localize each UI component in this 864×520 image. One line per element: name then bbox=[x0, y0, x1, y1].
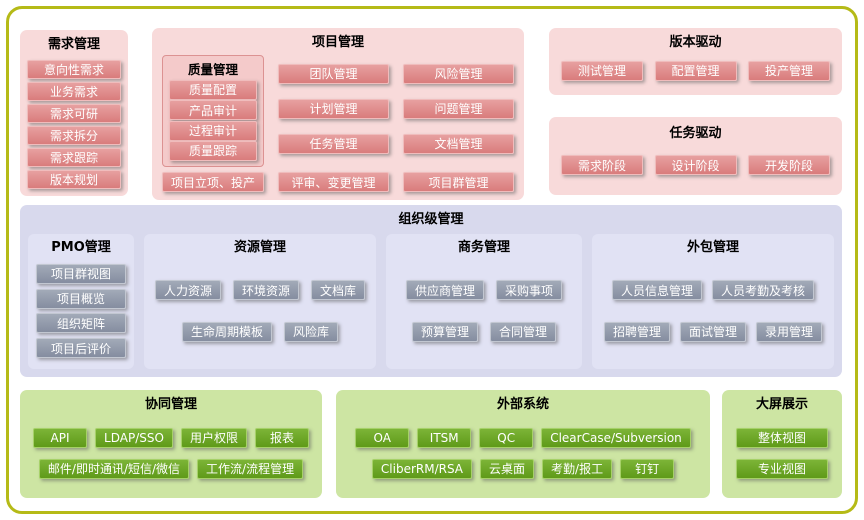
panel-task-driven: 任务驱动 需求阶段 设计阶段 开发阶段 bbox=[549, 117, 842, 195]
external-block: 钉钉 bbox=[620, 458, 675, 479]
external-block: ClearCase/Subversion bbox=[541, 427, 691, 448]
panel-version-driven: 版本驱动 测试管理 配置管理 投产管理 bbox=[549, 28, 842, 95]
project-block: 项目群管理 bbox=[403, 172, 514, 192]
resource-block: 风险库 bbox=[284, 321, 339, 342]
pmo-title: PMO管理 bbox=[51, 239, 111, 255]
requirements-title: 需求管理 bbox=[47, 37, 100, 52]
panel-resource: 资源管理 人力资源 环境资源 文档库 生命周期模板 风险库 bbox=[144, 233, 376, 369]
task-block: 需求阶段 bbox=[561, 155, 643, 176]
quality-title: 质量管理 bbox=[187, 61, 238, 77]
pmo-block: 组织矩阵 bbox=[36, 313, 126, 334]
project-block: 任务管理 bbox=[278, 133, 389, 154]
external-block: 考勤/报工 bbox=[542, 458, 613, 479]
collab-block: 报表 bbox=[254, 427, 309, 448]
bigscreen-block: 整体视图 bbox=[736, 427, 828, 448]
panel-organization: 组织级管理 PMO管理 项目群视图 项目概览 组织矩阵 项目后评价 资源管理 人… bbox=[20, 205, 842, 377]
business-block: 供应商管理 bbox=[405, 280, 484, 301]
outsource-block: 人员考勤及考核 bbox=[712, 280, 815, 301]
resource-block: 环境资源 bbox=[232, 280, 299, 301]
panel-pmo: PMO管理 项目群视图 项目概览 组织矩阵 项目后评价 bbox=[28, 233, 134, 369]
external-title: 外部系统 bbox=[496, 397, 549, 412]
req-block: 业务需求 bbox=[27, 81, 121, 101]
pmo-block: 项目群视图 bbox=[36, 263, 126, 284]
business-block: 采购事项 bbox=[496, 280, 563, 301]
bigscreen-block: 专业视图 bbox=[736, 458, 828, 479]
task-block: 开发阶段 bbox=[748, 155, 830, 176]
outsource-block: 人员信息管理 bbox=[611, 280, 702, 301]
panel-collaboration: 协同管理 API LDAP/SSO 用户权限 报表 邮件/即时通讯/短信/微信 … bbox=[20, 390, 322, 498]
pmo-block: 项目概览 bbox=[36, 288, 126, 309]
outsource-block: 录用管理 bbox=[756, 321, 823, 342]
business-title: 商务管理 bbox=[457, 239, 510, 255]
resource-block: 人力资源 bbox=[154, 280, 221, 301]
panel-outsource: 外包管理 人员信息管理 人员考勤及考核 招聘管理 面试管理 录用管理 bbox=[592, 233, 834, 369]
collaboration-title: 协同管理 bbox=[144, 397, 197, 412]
panel-external-systems: 外部系统 OA ITSM QC ClearCase/Subversion Cli… bbox=[336, 390, 710, 498]
panel-requirements: 需求管理 意向性需求 业务需求 需求可研 需求拆分 需求跟踪 版本规划 bbox=[20, 30, 128, 196]
resource-block: 生命周期模板 bbox=[181, 321, 272, 342]
outsource-title: 外包管理 bbox=[686, 239, 739, 255]
version-block: 测试管理 bbox=[561, 60, 643, 81]
collab-block: API bbox=[33, 427, 88, 448]
req-block: 需求拆分 bbox=[27, 125, 121, 145]
organization-title: 组织级管理 bbox=[398, 212, 464, 227]
project-block: 问题管理 bbox=[403, 98, 514, 119]
quality-block: 质量跟踪 bbox=[169, 140, 257, 161]
collab-block: 邮件/即时通讯/短信/微信 bbox=[38, 458, 190, 479]
collab-block: 用户权限 bbox=[180, 427, 247, 448]
project-column-2: 风险管理 问题管理 文档管理 bbox=[403, 55, 514, 167]
project-block: 评审、变更管理 bbox=[278, 172, 389, 192]
project-block: 团队管理 bbox=[278, 63, 389, 84]
external-block: CliberRM/RSA bbox=[371, 458, 473, 479]
version-driven-title: 版本驱动 bbox=[669, 35, 722, 50]
external-block: ITSM bbox=[417, 427, 472, 448]
collab-block: LDAP/SSO bbox=[95, 427, 173, 448]
project-block: 计划管理 bbox=[278, 98, 389, 119]
task-driven-title: 任务驱动 bbox=[669, 126, 722, 141]
panel-business: 商务管理 供应商管理 采购事项 预算管理 合同管理 bbox=[386, 233, 582, 369]
req-block: 版本规划 bbox=[27, 169, 121, 189]
quality-block: 过程审计 bbox=[169, 120, 257, 141]
project-column-1: 团队管理 计划管理 任务管理 bbox=[278, 55, 389, 167]
external-block: 云桌面 bbox=[480, 458, 535, 479]
quality-block: 产品审计 bbox=[169, 100, 257, 121]
req-block: 需求可研 bbox=[27, 103, 121, 123]
quality-block: 质量配置 bbox=[169, 79, 257, 100]
panel-quality: 质量管理 质量配置 产品审计 过程审计 质量跟踪 bbox=[162, 54, 264, 167]
project-footer: 项目立项、投产 评审、变更管理 项目群管理 bbox=[162, 172, 514, 192]
outer-frame bbox=[6, 6, 858, 514]
external-block: OA bbox=[355, 427, 410, 448]
outsource-block: 面试管理 bbox=[679, 321, 746, 342]
project-block: 风险管理 bbox=[403, 63, 514, 84]
business-block: 预算管理 bbox=[411, 321, 478, 342]
version-block: 投产管理 bbox=[748, 60, 830, 81]
pmo-block: 项目后评价 bbox=[36, 338, 126, 359]
resource-title: 资源管理 bbox=[233, 239, 286, 255]
bigscreen-title: 大屏展示 bbox=[755, 397, 808, 412]
collab-block: 工作流/流程管理 bbox=[197, 458, 304, 479]
req-block: 需求跟踪 bbox=[27, 147, 121, 167]
external-block: QC bbox=[479, 427, 534, 448]
project-title: 项目管理 bbox=[311, 35, 364, 50]
panel-project: 项目管理 质量管理 质量配置 产品审计 过程审计 质量跟踪 团队管理 计划管理 … bbox=[152, 28, 524, 200]
resource-block: 文档库 bbox=[311, 280, 366, 301]
business-block: 合同管理 bbox=[490, 321, 557, 342]
task-block: 设计阶段 bbox=[654, 155, 737, 176]
project-block: 文档管理 bbox=[403, 133, 514, 154]
req-block: 意向性需求 bbox=[27, 59, 121, 79]
version-block: 配置管理 bbox=[654, 60, 737, 81]
panel-bigscreen: 大屏展示 整体视图 专业视图 bbox=[722, 390, 842, 498]
outsource-block: 招聘管理 bbox=[603, 321, 670, 342]
project-block: 项目立项、投产 bbox=[162, 172, 264, 192]
